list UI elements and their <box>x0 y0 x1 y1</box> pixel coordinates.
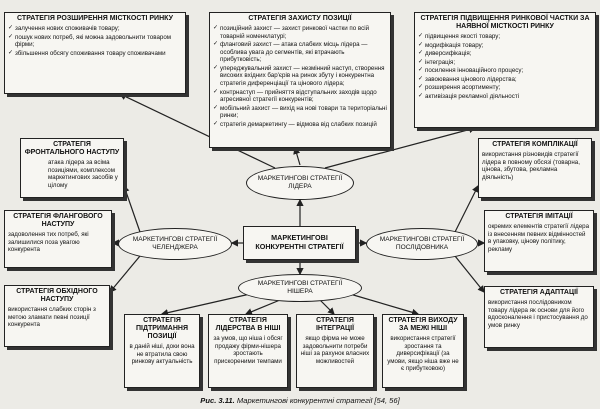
arrow-leader-expansion <box>118 93 276 169</box>
list-item: посилення інноваційного процесу; <box>418 67 592 75</box>
list-item: пошук нових потреб, які можна задовольни… <box>8 34 182 49</box>
list-item: завоювання цінового лідерства; <box>418 76 592 84</box>
ellipse-follower-strategies: МАРКЕТИНГОВІ СТРАТЕГІЇ ПОСЛІДОВНИКА <box>366 228 478 260</box>
box-share-title: СТРАТЕГІЯ ПІДВИЩЕННЯ РИНКОВОЇ ЧАСТКИ ЗА … <box>420 15 590 31</box>
list-item: активізація рекламної діяльності <box>418 93 592 101</box>
box-flank-strategy: СТРАТЕГІЯ ФЛАНГОВОГО НАСТУПУ задоволення… <box>4 210 112 268</box>
box-niche-leader-body: за умов, що ніша і обсяг продажу фірми-н… <box>213 335 283 365</box>
list-item: упереджувальний захист — незмінний насту… <box>213 65 387 88</box>
list-item: підвищення якості товару; <box>418 33 592 41</box>
figure-caption: Рис. 3.11. Маркетингові конкурентні стра… <box>0 396 600 405</box>
box-integration-strategy: СТРАТЕГІЯ ІНТЕГРАЦІЇ якщо фірма не може … <box>296 314 374 388</box>
list-item: розширення асортименту; <box>418 84 592 92</box>
center-line2: КОНКУРЕНТНІ СТРАТЕГІЇ <box>255 242 344 251</box>
box-adaptation-strategy: СТРАТЕГІЯ АДАПТАЦІЇ використання послідо… <box>484 286 594 348</box>
list-item: інтеграція; <box>418 59 592 67</box>
ellipse-nicher-strategies: МАРКЕТИНГОВІ СТРАТЕГІЇ НІШЕРА <box>238 274 362 302</box>
box-imitation-strategy: СТРАТЕГІЯ ІМІТАЦІЇ окремих елементів стр… <box>484 210 594 272</box>
arrow-nicher-exit <box>349 293 420 316</box>
box-flank-body: задоволення тих потреб, які залишилися п… <box>8 231 89 254</box>
list-item: позиційний захист — захист ринкової част… <box>213 25 387 40</box>
center-line1: МАРКЕТИНГОВІ <box>271 233 328 243</box>
box-expansion-title: СТРАТЕГІЯ РОЗШИРЕННЯ МІСТКОСТІ РИНКУ <box>17 15 173 22</box>
ellipse-challenger-line2: ЧЕЛЕНДЖЕРА <box>152 244 198 251</box>
box-expansion-strategy: СТРАТЕГІЯ РОЗШИРЕННЯ МІСТКОСТІ РИНКУ зал… <box>4 12 186 94</box>
box-expansion-list: залучення нових споживачів товару; пошук… <box>8 25 182 57</box>
list-item: мобільний захист — вихід на нові товари … <box>213 105 387 120</box>
box-position-title: СТРАТЕГІЯ ПІДТРИМАННЯ ПОЗИЦІЇ <box>136 317 188 341</box>
box-share-list: підвищення якості товару; модифікація то… <box>418 33 592 101</box>
arrow-challenger-bypass <box>109 255 141 293</box>
center-competitive-strategies: МАРКЕТИНГОВІ КОНКУРЕНТНІ СТРАТЕГІЇ <box>243 226 356 260</box>
arrow-nicher-integration <box>319 299 335 315</box>
box-frontal-title: СТРАТЕГІЯ ФРОНТАЛЬНОГО НАСТУПУ <box>24 141 120 157</box>
box-defense-list: позиційний захист — захист ринкової част… <box>213 25 387 128</box>
ellipse-challenger-strategies: МАРКЕТИНГОВІ СТРАТЕГІЇ ЧЕЛЕНДЖЕРА <box>118 228 232 260</box>
box-integration-title: СТРАТЕГІЯ ІНТЕГРАЦІЇ <box>315 317 354 333</box>
list-item: диверсифікація; <box>418 50 592 58</box>
figure-caption-text: Маркетингові конкурентні стратегії [54, … <box>236 396 400 405</box>
box-bypass-body: використання слабких сторін з метою злам… <box>8 306 96 329</box>
arrow-leader-defense <box>293 146 301 166</box>
list-item: контрнаступ — прийняття відступальних за… <box>213 89 387 104</box>
box-complication-strategy: СТРАТЕГІЯ КОМПЛІКАЦІЇ використання різно… <box>478 138 592 198</box>
ellipse-leader-line1: МАРКЕТИНГОВІ СТРАТЕГІЇ <box>257 175 343 183</box>
list-item: стратегія демаркетингу — відмова від сла… <box>213 121 387 129</box>
box-niche-leader-strategy: СТРАТЕГІЯ ЛІДЕРСТВА В НІШІ за умов, що н… <box>208 314 288 388</box>
ellipse-nicher-line1: МАРКЕТИНГОВІ СТРАТЕГІЇ <box>257 280 343 288</box>
arrow-follower-complication <box>454 184 479 233</box>
box-bypass-strategy: СТРАТЕГІЯ ОБХІДНОГО НАСТУПУ використання… <box>4 285 110 347</box>
box-frontal-strategy: СТРАТЕГІЯ ФРОНТАЛЬНОГО НАСТУПУ атака лід… <box>20 138 124 198</box>
box-defense-title: СТРАТЕГІЯ ЗАХИСТУ ПОЗИЦІЇ <box>248 15 352 22</box>
box-complication-body: використання різновидів стратегії лідера… <box>482 151 580 181</box>
arrow-challenger-frontal <box>122 184 141 233</box>
list-item: модифікація товару; <box>418 42 592 50</box>
box-exit-title: СТРАТЕГІЯ ВИХОДУ ЗА МЕЖІ НІШІ <box>388 317 458 333</box>
box-adaptation-title: СТРАТЕГІЯ АДАПТАЦІЇ <box>500 289 578 296</box>
list-item: фланговий захист — атака слабких місць л… <box>213 41 387 64</box>
box-share-strategy: СТРАТЕГІЯ ПІДВИЩЕННЯ РИНКОВОЇ ЧАСТКИ ЗА … <box>414 12 596 128</box>
arrow-nicher-niche-leader <box>244 299 281 316</box>
box-flank-title: СТРАТЕГІЯ ФЛАНГОВОГО НАСТУПУ <box>13 213 103 229</box>
ellipse-follower-line2: ПОСЛІДОВНИКА <box>395 244 449 251</box>
box-integration-body: якщо фірма не може задовольнити потреби … <box>300 335 370 365</box>
box-complication-title: СТРАТЕГІЯ КОМПЛІКАЦІЇ <box>492 141 578 148</box>
box-frontal-body: атака лідера за всіма позиціями, комплек… <box>48 159 118 189</box>
ellipse-nicher-line2: НІШЕРА <box>287 288 313 295</box>
ellipse-leader-strategies: МАРКЕТИНГОВІ СТРАТЕГІЇ ЛІДЕРА <box>246 166 354 200</box>
box-imitation-title: СТРАТЕГІЯ ІМІТАЦІЇ <box>505 213 573 220</box>
box-position-strategy: СТРАТЕГІЯ ПІДТРИМАННЯ ПОЗИЦІЇ в даній ні… <box>124 314 200 388</box>
arrow-leader-share <box>324 126 477 169</box>
box-exit-body: використання стратегії зростання та диве… <box>387 335 459 373</box>
ellipse-leader-line2: ЛІДЕРА <box>288 183 312 190</box>
box-bypass-title: СТРАТЕГІЯ ОБХІДНОГО НАСТУПУ <box>16 288 98 304</box>
box-niche-leader-title: СТРАТЕГІЯ ЛІДЕРСТВА В НІШІ <box>215 317 281 333</box>
ellipse-challenger-line1: МАРКЕТИНГОВІ СТРАТЕГІЇ <box>132 236 218 244</box>
box-exit-strategy: СТРАТЕГІЯ ВИХОДУ ЗА МЕЖІ НІШІ використан… <box>382 314 464 388</box>
box-defense-strategy: СТРАТЕГІЯ ЗАХИСТУ ПОЗИЦІЇ позиційний зах… <box>209 12 391 148</box>
box-imitation-body: окремих елементів стратегії лідера із вн… <box>488 223 590 253</box>
box-position-body: в даній ніші, доки вона не втратила свою… <box>129 343 195 366</box>
box-adaptation-body: використання послідовником товару лідера… <box>488 299 588 329</box>
list-item: збільшення обсягу споживання товару спож… <box>8 50 182 58</box>
arrow-nicher-position <box>160 293 251 317</box>
figure-number: Рис. 3.11. <box>200 396 235 405</box>
list-item: залучення нових споживачів товару; <box>8 25 182 33</box>
ellipse-follower-line1: МАРКЕТИНГОВІ СТРАТЕГІЇ <box>379 236 465 244</box>
arrow-follower-adaptation <box>454 255 485 293</box>
